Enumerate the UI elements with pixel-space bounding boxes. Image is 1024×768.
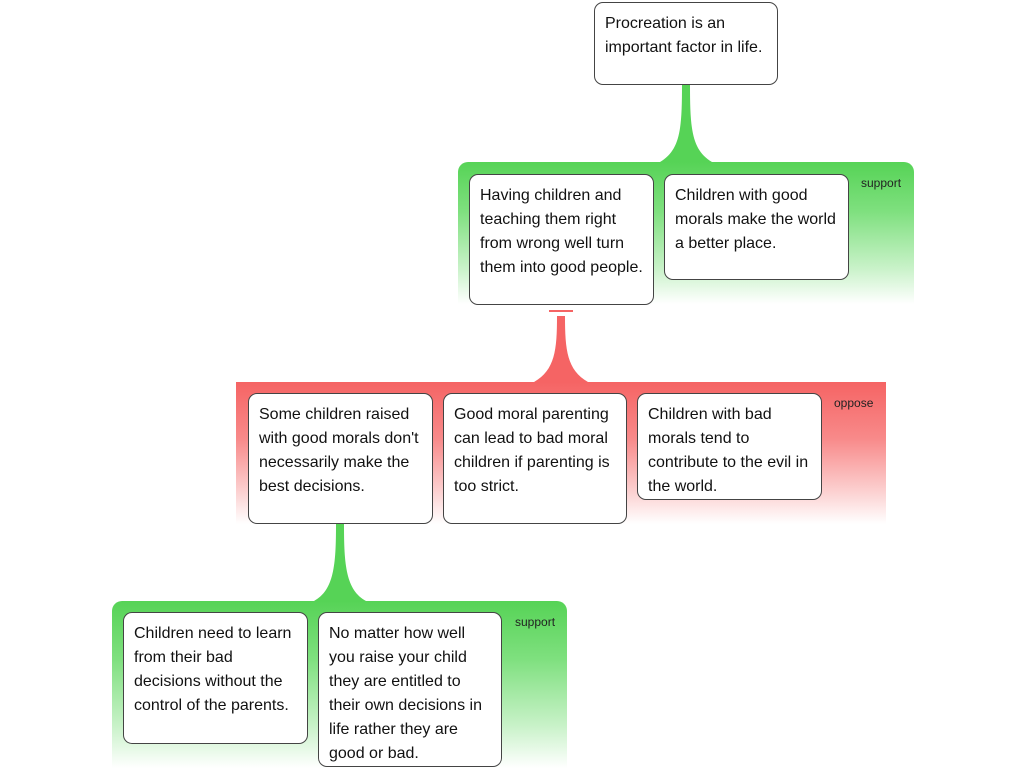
connector-reason-to-oppose bbox=[534, 316, 588, 382]
support-group-1-label: support bbox=[861, 176, 902, 190]
objection-node[interactable]: Children with bad morals tend to contrib… bbox=[637, 393, 822, 500]
reason-node[interactable]: Children with good morals make the world… bbox=[664, 174, 849, 280]
objection-node[interactable]: Good moral parenting can lead to bad mor… bbox=[443, 393, 627, 524]
claim-node[interactable]: Procreation is an important factor in li… bbox=[594, 2, 778, 85]
reason-node[interactable]: No matter how well you raise your child … bbox=[318, 612, 502, 767]
reason-node[interactable]: Having children and teaching them right … bbox=[469, 174, 654, 305]
oppose-group-label: oppose bbox=[834, 396, 874, 410]
connector-objection-to-support bbox=[314, 524, 366, 601]
objection-node[interactable]: Some children raised with good morals do… bbox=[248, 393, 433, 524]
support-group-2-label: support bbox=[515, 615, 556, 629]
connector-cap bbox=[549, 310, 573, 312]
reason-node[interactable]: Children need to learn from their bad de… bbox=[123, 612, 308, 744]
connector-claim-to-support bbox=[660, 85, 712, 162]
